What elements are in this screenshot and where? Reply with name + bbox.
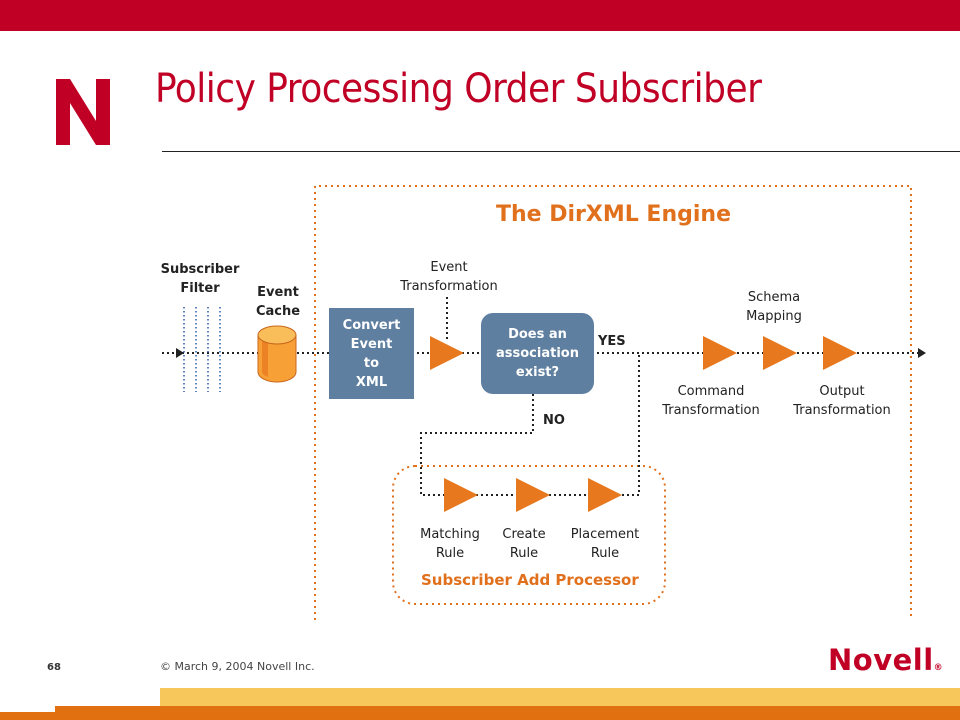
decision-box-shape	[481, 313, 594, 394]
decision-box: Does an association exist?	[496, 327, 579, 380]
flow-start-arrow-icon	[176, 348, 184, 358]
event-cache-label: Event Cache	[255, 285, 301, 319]
create-rule-triangle-icon	[516, 478, 550, 512]
matching-rule-triangle-icon	[444, 478, 478, 512]
command-transform-triangle-icon	[703, 336, 737, 370]
event-cache-cylinder-icon	[257, 325, 297, 383]
event-transformation-label: Event Transformation	[400, 260, 498, 294]
subscriber-filter-icon	[183, 307, 221, 392]
event-transform-triangle-icon	[430, 336, 464, 370]
create-rule-label: Create Rule	[502, 527, 546, 561]
flow-end-arrow-icon	[918, 348, 926, 358]
novell-wordmark: Novell®	[828, 643, 943, 677]
output-transform-triangle-icon	[823, 336, 857, 370]
slide-title: Policy Processing Order Subscriber	[155, 66, 762, 112]
footer-band-edge	[0, 712, 55, 720]
command-transformation-label: Command Transformation	[662, 384, 760, 418]
schema-mapping-triangle-icon	[763, 336, 797, 370]
placement-rule-triangle-icon	[588, 478, 622, 512]
no-branch-path	[420, 394, 534, 496]
subscriber-filter-label: Subscriber Filter	[160, 262, 240, 296]
placement-rule-label: Placement Rule	[570, 527, 640, 561]
matching-rule-label: Matching Rule	[420, 527, 480, 561]
add-processor-title: Subscriber Add Processor	[421, 571, 639, 589]
copyright-notice: © March 9, 2004 Novell Inc.	[160, 660, 315, 673]
return-path	[622, 353, 640, 496]
page-number: 68	[47, 662, 61, 673]
yes-label: YES	[598, 334, 626, 349]
brand-registered-mark: ®	[933, 663, 944, 673]
output-transformation-label: Output Transformation	[793, 384, 891, 418]
footer-band-light	[160, 688, 960, 706]
convert-event-box: Convert Event to XML	[329, 308, 414, 399]
footer-band-dark	[55, 706, 960, 720]
engine-title: The DirXML Engine	[496, 202, 731, 227]
engine-boundary	[314, 185, 912, 620]
no-label: NO	[543, 413, 565, 428]
add-processor-boundary	[392, 465, 666, 605]
title-divider	[162, 151, 960, 152]
header-band	[0, 0, 960, 31]
brand-name: Novell	[828, 643, 934, 677]
schema-mapping-label: Schema Mapping	[746, 290, 802, 324]
novell-n-logo	[56, 79, 110, 145]
